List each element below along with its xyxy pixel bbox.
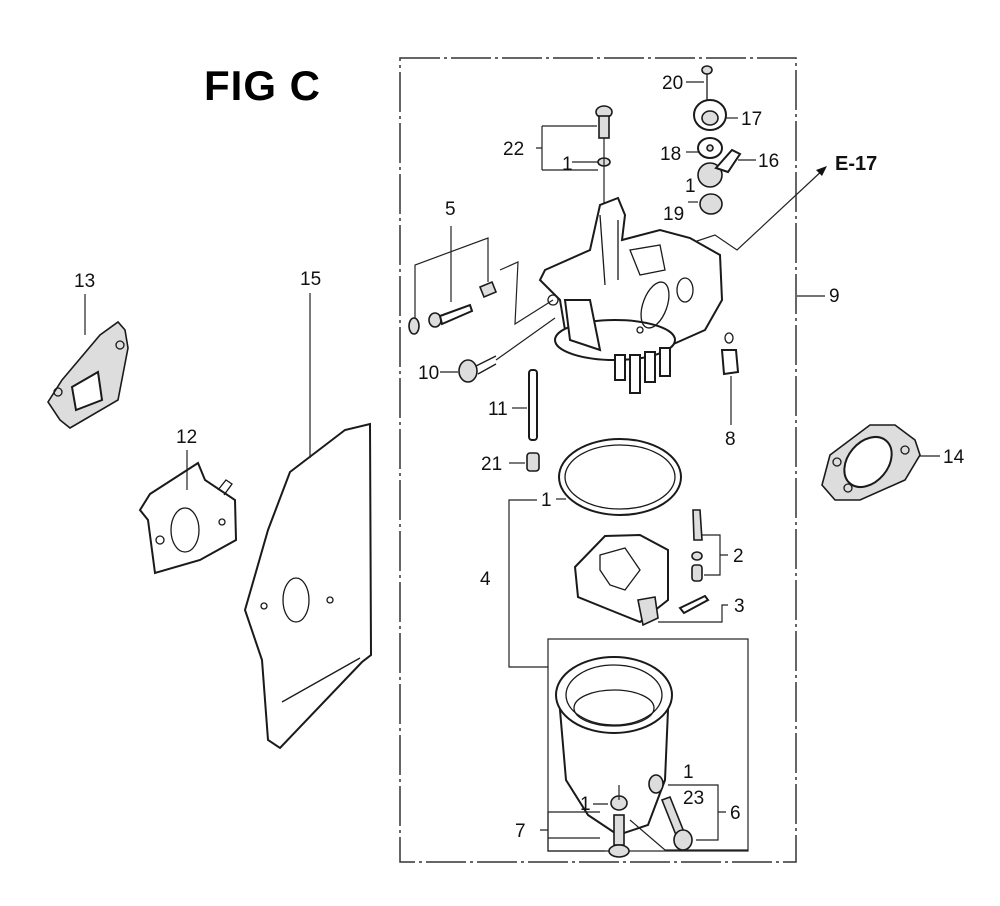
part-19-seal[interactable] — [699, 193, 723, 215]
part-10-throttle-screw[interactable] — [458, 355, 497, 383]
callout-19: 19 — [663, 204, 684, 225]
callout-12: 12 — [176, 427, 197, 448]
leader-4 — [508, 499, 548, 668]
part-21-main-jet[interactable] — [526, 452, 540, 472]
callout-9: 9 — [829, 286, 840, 307]
leader-5 — [414, 226, 489, 318]
part-13-insulator[interactable] — [47, 320, 129, 429]
part-1-oring-gasket[interactable] — [558, 438, 682, 516]
part-11-nozzle[interactable] — [528, 369, 538, 441]
callout-8: 8 — [725, 429, 736, 450]
part-15-plate[interactable] — [243, 422, 373, 750]
part-7-bowl-screw[interactable] — [608, 795, 630, 858]
callout-23: 23 — [683, 788, 704, 809]
callout-1-top: 1 — [562, 154, 573, 175]
reference-e17[interactable]: E-17 — [835, 153, 877, 175]
bowl-group-frame — [547, 638, 749, 852]
callout-22: 22 — [503, 139, 524, 160]
callout-5: 5 — [445, 199, 456, 220]
callout-15: 15 — [300, 269, 321, 290]
callout-1-oring: 1 — [541, 490, 552, 511]
callout-13: 13 — [74, 271, 95, 292]
callout-6: 6 — [730, 803, 741, 824]
part-23-drain-screw[interactable] — [648, 774, 693, 851]
leader-22 — [536, 125, 598, 171]
callout-11: 11 — [488, 399, 508, 420]
part-float[interactable] — [573, 533, 669, 627]
part-8-float-valve[interactable] — [720, 332, 740, 376]
part-17-knob[interactable] — [693, 99, 727, 131]
callout-1-knob: 1 — [685, 176, 696, 197]
part-22-screw[interactable] — [595, 105, 613, 139]
part-float-bowl[interactable] — [555, 656, 673, 837]
callout-1-drain: 1 — [683, 762, 694, 783]
callout-21: 21 — [481, 454, 502, 475]
part-9-carburetor-body[interactable] — [538, 196, 724, 394]
part-20-screw[interactable] — [701, 65, 713, 100]
callout-1-bowl-screw: 1 — [580, 794, 591, 815]
part-5-pilot-screw[interactable] — [408, 280, 498, 335]
callout-7: 7 — [515, 821, 526, 842]
part-2-float-needle[interactable] — [691, 509, 703, 582]
part-18-washer[interactable] — [697, 137, 723, 159]
callout-18: 18 — [660, 144, 681, 165]
part-3-float-pin[interactable] — [678, 594, 710, 615]
callout-16: 16 — [758, 151, 779, 172]
callout-14: 14 — [943, 447, 965, 468]
callout-4: 4 — [480, 569, 491, 590]
assembly-frame — [399, 57, 797, 863]
part-14-insulator[interactable] — [821, 424, 921, 501]
callout-20: 20 — [662, 73, 683, 94]
part-12-gasket[interactable] — [138, 461, 238, 575]
callout-17: 17 — [741, 109, 762, 130]
arrow-head-icon — [816, 166, 827, 176]
callout-3: 3 — [734, 596, 745, 617]
callout-2: 2 — [733, 546, 744, 567]
figure-title: FIG C — [204, 62, 321, 109]
reference-arrow — [684, 167, 826, 251]
part-16-lever[interactable] — [697, 148, 742, 188]
callout-10: 10 — [418, 363, 439, 384]
